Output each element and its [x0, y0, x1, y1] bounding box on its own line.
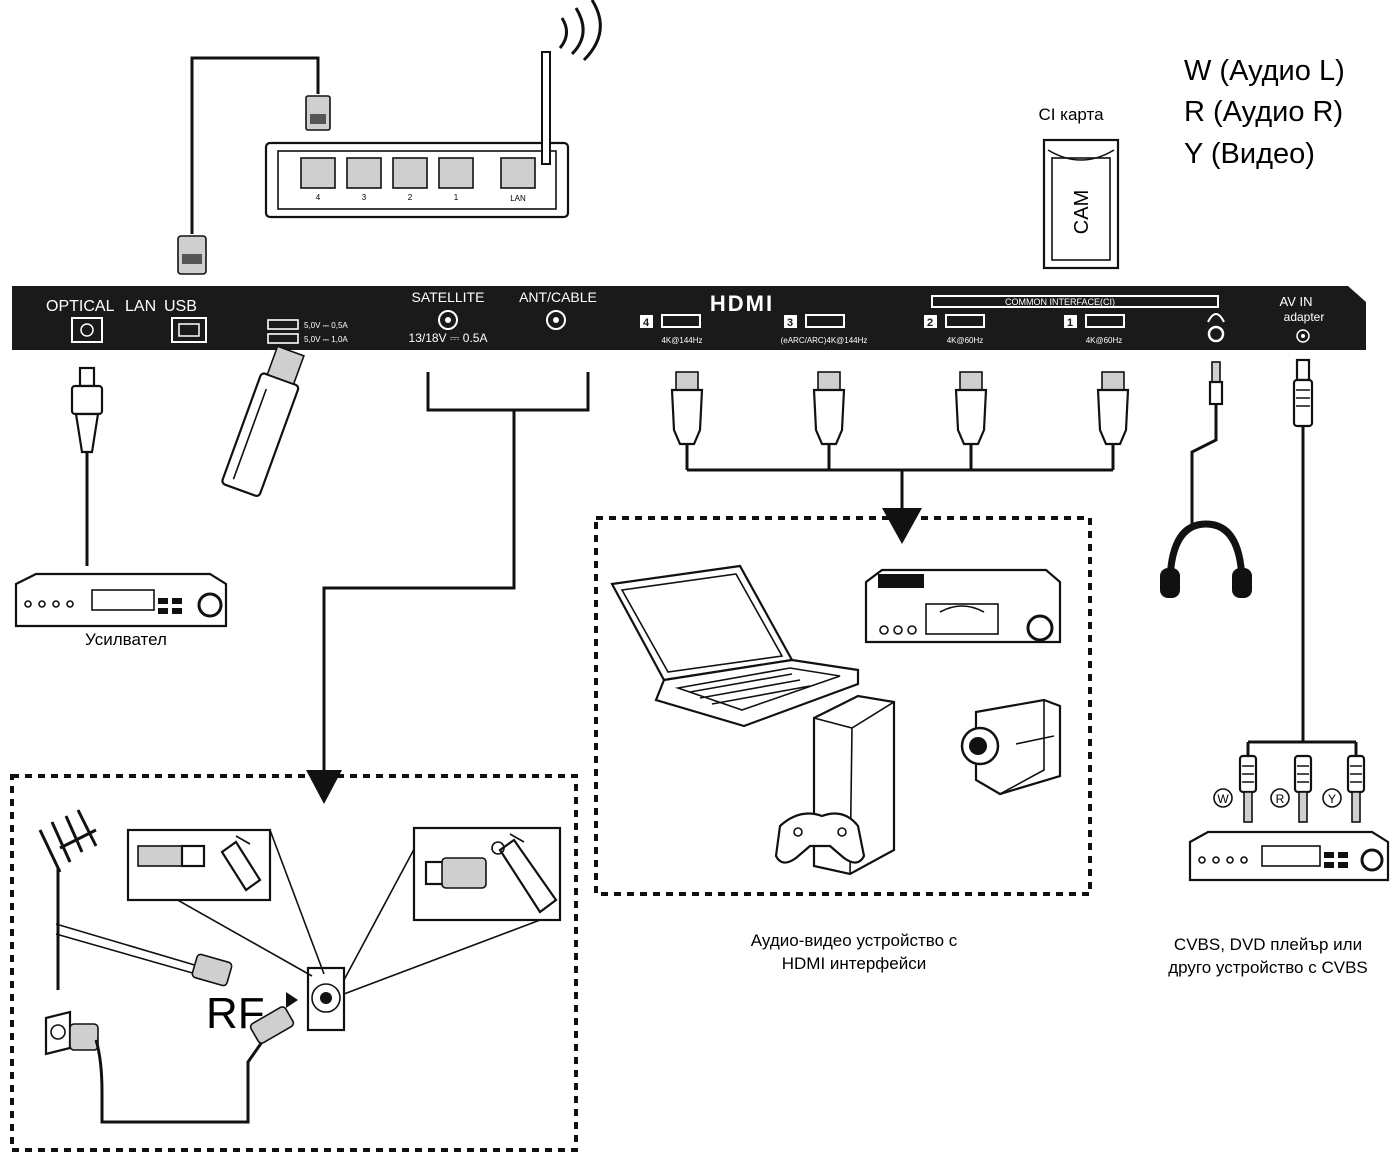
svg-text:2: 2: [927, 317, 933, 329]
usb-port-1: [267, 319, 299, 330]
panel-label-satellite: SATELLITE: [412, 289, 485, 305]
callout-right: [412, 826, 562, 922]
panel-label-adapter: adapter: [1284, 310, 1325, 324]
usb-port-2: [267, 333, 299, 344]
satellite-port: [438, 310, 458, 330]
av-legend: W (Аудио L) R (Аудио R) Y (Видео): [1184, 55, 1345, 170]
headphone-jack-icon: [1207, 325, 1225, 343]
av-legend-r: R (Аудио R): [1184, 96, 1343, 128]
av-legend-w: W (Аудио L): [1184, 55, 1345, 87]
router-antenna: [541, 51, 551, 165]
rca-label-y: Y: [1328, 792, 1336, 806]
ant-cable-port: [546, 310, 566, 330]
rca-plugs: W R Y: [1213, 754, 1366, 823]
dvd-player-icon: [864, 568, 1062, 644]
rf-label: RF: [206, 989, 265, 1038]
svg-text:4: 4: [643, 317, 650, 329]
av-legend-y: Y (Видео): [1184, 138, 1315, 170]
svg-text:4K@60Hz: 4K@60Hz: [1086, 336, 1123, 345]
cvbs-caption-line2: друго устройство с CVBS: [1168, 958, 1368, 977]
router-ports: [300, 157, 536, 189]
svg-text:(eARC/ARC)4K@144Hz: (eARC/ARC)4K@144Hz: [781, 336, 868, 345]
svg-text:3: 3: [787, 317, 793, 329]
router-port-label-lan: LAN: [510, 194, 526, 203]
svg-text:4K@144Hz: 4K@144Hz: [661, 336, 702, 345]
hdmi-devices-caption-line2: HDMI интерфейси: [782, 954, 926, 973]
optical-port: [71, 317, 103, 343]
router-port-label-4: 4: [316, 193, 321, 202]
hdmi-port-3: 3 (eARC/ARC)4K@144Hz: [781, 314, 868, 345]
common-interface-label: COMMON INTERFACE(CI): [1005, 297, 1115, 307]
optical-cable: [70, 366, 104, 566]
av-in-cable: [1246, 358, 1358, 756]
wall-socket-icon: [44, 1010, 72, 1056]
headphone-cable: [1190, 361, 1224, 524]
usb-stick: [221, 345, 305, 497]
hdmi-port-2: 2 4K@60Hz: [924, 314, 985, 345]
av-in-port: [1296, 329, 1310, 343]
panel-label-lan: LAN: [125, 298, 156, 315]
hdmi-cables: [670, 371, 1130, 544]
lan-cable: [177, 56, 331, 275]
usb-rating-1: 5,0V ⎓ 0,5A: [304, 321, 348, 330]
game-console-icon: [774, 694, 896, 876]
camcorder-icon: [960, 698, 1062, 796]
arrow-down-icon: [306, 770, 342, 804]
common-interface-slot: [931, 295, 1219, 308]
callout-left: [126, 828, 272, 902]
panel-label-av-in: AV IN: [1280, 294, 1313, 309]
cvbs-dvd-player: [1188, 830, 1390, 882]
panel-label-optical: OPTICAL: [46, 298, 115, 315]
headphones-icon: [1160, 520, 1252, 598]
amplifier-label: Усилвател: [85, 630, 167, 649]
panel-label-ant-cable: ANT/CABLE: [519, 289, 597, 305]
cvbs-caption-line1: CVBS, DVD плейър или: [1174, 935, 1362, 954]
hdmi-logo: HDMI: [710, 291, 774, 316]
router-port-label-3: 3: [362, 193, 367, 202]
rca-label-w: W: [1217, 792, 1229, 806]
router-port-label-1: 1: [454, 193, 459, 202]
hdmi-devices-box: [594, 516, 1092, 896]
hdmi-devices-caption-line1: Аудио-видео устройство с: [751, 931, 958, 950]
usb-rating-2: 5,0V ⎓ 1,0A: [304, 335, 348, 344]
amplifier: [14, 572, 228, 628]
aerial-antenna-icon: [38, 809, 98, 990]
ci-card-title: CI карта: [1038, 105, 1104, 124]
hdmi-port-4: 4 4K@144Hz: [640, 314, 703, 345]
laptop-icon: [610, 564, 860, 728]
satellite-rating: 13/18V ⎓ 0.5A: [409, 331, 488, 345]
lan-port: [171, 317, 207, 343]
connector-panel: OPTICAL LAN USB 5,0V ⎓ 0,5A 5,0V ⎓ 1,0A …: [12, 286, 1366, 350]
connect-arrow-icon-2: [509, 833, 525, 843]
cam-label: CAM: [1071, 190, 1093, 234]
hdmi-port-1: 1 4K@60Hz: [1064, 314, 1125, 345]
wifi-signal-icon: [558, 0, 602, 62]
svg-text:4K@60Hz: 4K@60Hz: [947, 336, 984, 345]
rca-label-r: R: [1276, 792, 1285, 806]
ci-card: CI карта CAM: [1038, 105, 1120, 270]
rf-connection-box: RF: [10, 774, 578, 1152]
antenna-connection-lines: [306, 372, 590, 804]
connect-arrow-icon: [235, 835, 251, 845]
svg-text:1: 1: [1067, 317, 1073, 329]
tv-rf-socket: [306, 966, 346, 1032]
panel-label-usb: USB: [164, 298, 197, 315]
router: 4 3 2 1 LAN: [264, 0, 602, 219]
router-port-label-2: 2: [408, 193, 413, 202]
arrow-down-icon-hdmi: [882, 508, 922, 544]
